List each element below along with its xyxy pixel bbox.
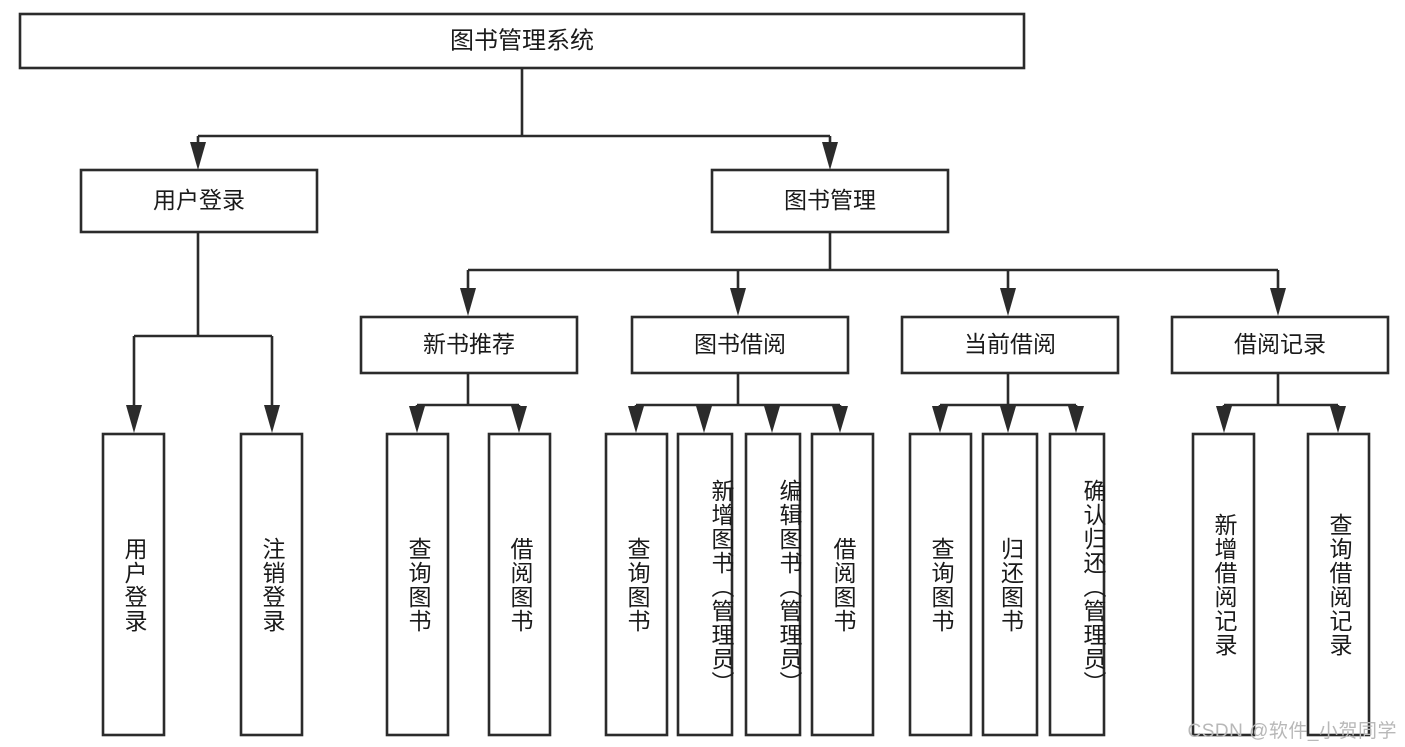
leaf-borrow-book-1-box[interactable] [487, 432, 552, 737]
node-root-box[interactable] [18, 12, 1026, 70]
node-current-borrow-label: 当前借阅 [964, 331, 1056, 357]
arrow-head-leaf-query-book-3 [932, 406, 948, 433]
node-new-book-recommend-box[interactable] [359, 315, 579, 375]
connector-group-book-management [460, 232, 1286, 316]
node-root[interactable]: 图书管理系统 [18, 12, 1026, 70]
arrow-head-book-management [822, 142, 838, 170]
leaf-query-book-3-box[interactable] [908, 432, 973, 737]
arrow-head-leaf-add-book [696, 406, 712, 433]
leaf-boxes [101, 432, 1371, 737]
arrow-head-leaf-logout-login [264, 405, 280, 433]
node-borrow-record-label: 借阅记录 [1234, 331, 1326, 357]
arrow-head-leaf-borrow-book-1 [511, 406, 527, 433]
leaf-return-book-box[interactable] [981, 432, 1039, 737]
connector-group-new-book-recommend [409, 373, 527, 433]
arrow-head-leaf-user-login [126, 405, 142, 433]
connector-group-current-borrow [932, 373, 1084, 433]
node-current-borrow-box[interactable] [900, 315, 1120, 375]
node-book-borrow-label: 图书借阅 [694, 331, 786, 357]
connector-group-root [190, 68, 838, 170]
arrow-head-book-borrow [730, 288, 746, 316]
connector-group-borrow-record [1216, 373, 1346, 433]
arrow-head-current-borrow [1000, 288, 1016, 316]
connector-group-book-borrow [628, 373, 848, 433]
node-book-management-label: 图书管理 [784, 187, 876, 213]
node-current-borrow[interactable]: 当前借阅 [900, 315, 1120, 375]
csdn-watermark: CSDN @软件_小贺同学 [1187, 721, 1397, 742]
node-user-login[interactable]: 用户登录 [79, 168, 319, 234]
node-book-borrow[interactable]: 图书借阅 [630, 315, 850, 375]
arrow-head-leaf-confirm-return [1068, 406, 1084, 433]
node-user-login-box[interactable] [79, 168, 319, 234]
leaf-add-book-box[interactable] [676, 432, 734, 737]
arrow-head-leaf-query-book-1 [409, 406, 425, 433]
connector-group-user-login [126, 232, 280, 433]
arrow-head-user-login [190, 142, 206, 170]
arrow-head-leaf-return-book [1000, 406, 1016, 433]
leaf-query-record-box[interactable] [1306, 432, 1371, 737]
leaf-confirm-return-box[interactable] [1048, 432, 1106, 737]
arrow-head-new-book-recommend [460, 288, 476, 316]
arrow-head-leaf-query-book-2 [628, 406, 644, 433]
leaf-edit-book-box[interactable] [744, 432, 802, 737]
leaf-query-book-2-box[interactable] [604, 432, 669, 737]
leaf-borrow-book-2-box[interactable] [810, 432, 875, 737]
node-book-management-box[interactable] [710, 168, 950, 234]
node-borrow-record[interactable]: 借阅记录 [1170, 315, 1390, 375]
node-borrow-record-box[interactable] [1170, 315, 1390, 375]
node-book-borrow-box[interactable] [630, 315, 850, 375]
node-new-book-recommend-label: 新书推荐 [423, 331, 515, 357]
arrow-head-borrow-record [1270, 288, 1286, 316]
leaf-user-login-box[interactable] [101, 432, 166, 737]
node-root-label: 图书管理系统 [450, 27, 594, 54]
leaf-logout-login-box[interactable] [239, 432, 304, 737]
leaf-add-record-box[interactable] [1191, 432, 1256, 737]
leaf-query-book-1-box[interactable] [385, 432, 450, 737]
arrow-head-leaf-borrow-book-2 [832, 406, 848, 433]
arrow-head-leaf-add-record [1216, 406, 1232, 433]
node-user-login-label: 用户登录 [153, 187, 245, 213]
arrow-head-leaf-edit-book [764, 406, 780, 433]
node-new-book-recommend[interactable]: 新书推荐 [359, 315, 579, 375]
node-book-management[interactable]: 图书管理 [710, 168, 950, 234]
arrow-head-leaf-query-record [1330, 406, 1346, 433]
